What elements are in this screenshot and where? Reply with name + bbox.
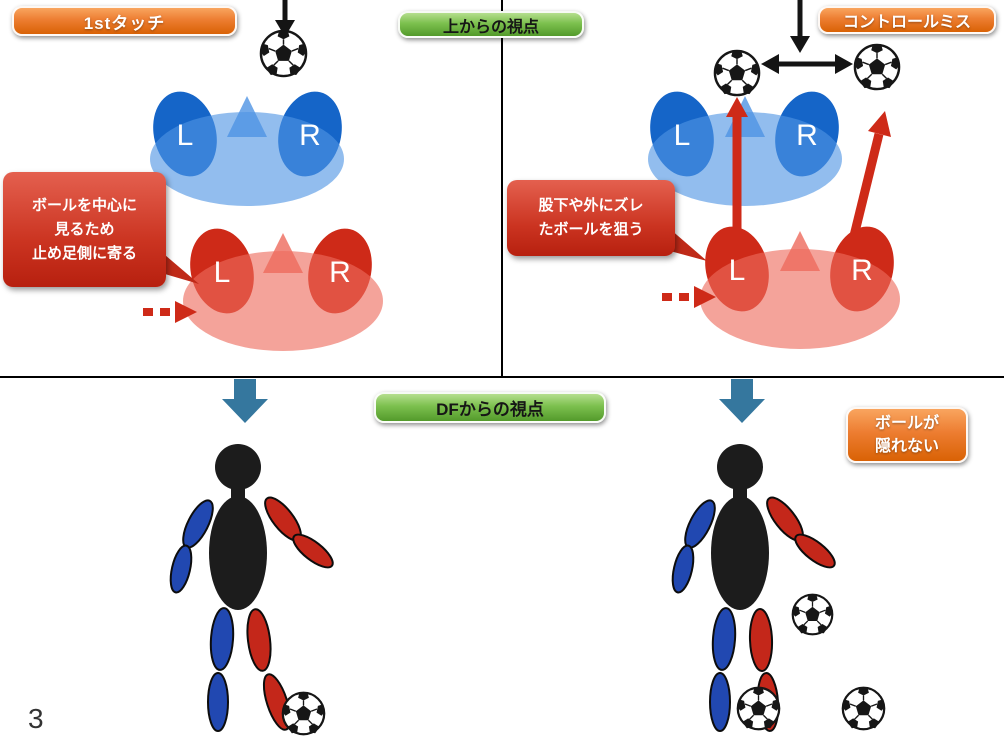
down-block-arrow-right [719,379,765,423]
foot-right-label: R [851,254,873,287]
foot-left-label: L [214,256,231,289]
callout-right-line2: たボールを狙う [538,221,644,238]
right-forearm [794,533,836,569]
blue-body [150,112,344,206]
attack-arrow-vertical [726,97,748,244]
left-shin [709,672,731,732]
defender-figure-left [169,444,334,732]
shift-dashed-arrow-right [662,286,716,308]
incoming-ball-arrow-left [275,0,295,37]
foot-left-label: L [674,119,691,152]
foot-right-label: R [299,119,321,152]
soccer-ball-icon [736,686,781,731]
incoming-ball-arrow-right [790,0,810,53]
callout-right-line1: 股下や外にズレ [538,197,644,214]
tag-ball-not-hidden-line1: ボールが [874,414,939,432]
tag-first-touch: 1stタッチ [12,6,237,36]
figure-torso [711,496,769,610]
receiver-top-view-blue-right: L R [648,91,842,206]
soccer-ball-icon [791,593,834,636]
soccer-ball-icon [841,686,886,731]
tag-top-view: 上からの視点 [398,11,584,38]
soccer-ball-icon [853,43,901,91]
foot-right-label: R [329,256,351,289]
tag-ball-not-hidden-line2: 隠れない [874,438,939,455]
figure-head [215,444,261,490]
callout-left-line1: ボールを中心に [31,196,137,214]
right-thigh [748,608,774,672]
defender-top-view-red-right: L R [700,226,900,349]
soccer-ball-icon [281,691,326,736]
left-forearm [169,544,193,594]
tag-control-miss: コントロールミス [818,6,996,34]
tag-df-view: DFからの視点 [374,392,606,423]
left-forearm [671,544,695,594]
red-facing-triangle [263,233,303,273]
shift-dashed-arrow-left [143,301,197,323]
soccer-ball-icon [259,29,308,78]
foot-left-label: L [177,119,194,152]
foot-left-label: L [729,254,746,287]
defender-top-view-red-left: L R [183,228,383,351]
deflection-double-arrow [761,54,853,74]
tag-ball-not-hidden: ボールが 隠れない [846,407,968,463]
right-thigh [246,608,272,672]
callout-left-tail [158,249,199,284]
down-block-arrow-left [222,379,268,423]
foot-right-label: R [796,119,818,152]
receiver-top-view-blue-left: L R [150,91,344,206]
blue-body [648,112,842,206]
red-body [700,249,900,349]
right-forearm [292,533,334,569]
red-body [183,251,383,351]
callout-right-tail [670,229,707,261]
soccer-ball-icon [713,49,761,97]
callout-left: ボールを中心に 見るため 止め足側に寄る [3,172,166,287]
attack-arrow-diagonal [847,111,891,246]
figure-torso [209,496,267,610]
callout-right: 股下や外にズレ たボールを狙う [507,180,675,256]
left-shin [207,672,229,732]
callout-left-line2: 見るため [54,220,115,238]
red-facing-triangle [780,231,820,271]
left-thigh [711,607,737,671]
figure-head [717,444,763,490]
callout-left-line3: 止め足側に寄る [31,244,137,262]
left-thigh [209,607,235,671]
blue-facing-triangle [227,96,267,137]
page-number: 3 [28,703,44,734]
